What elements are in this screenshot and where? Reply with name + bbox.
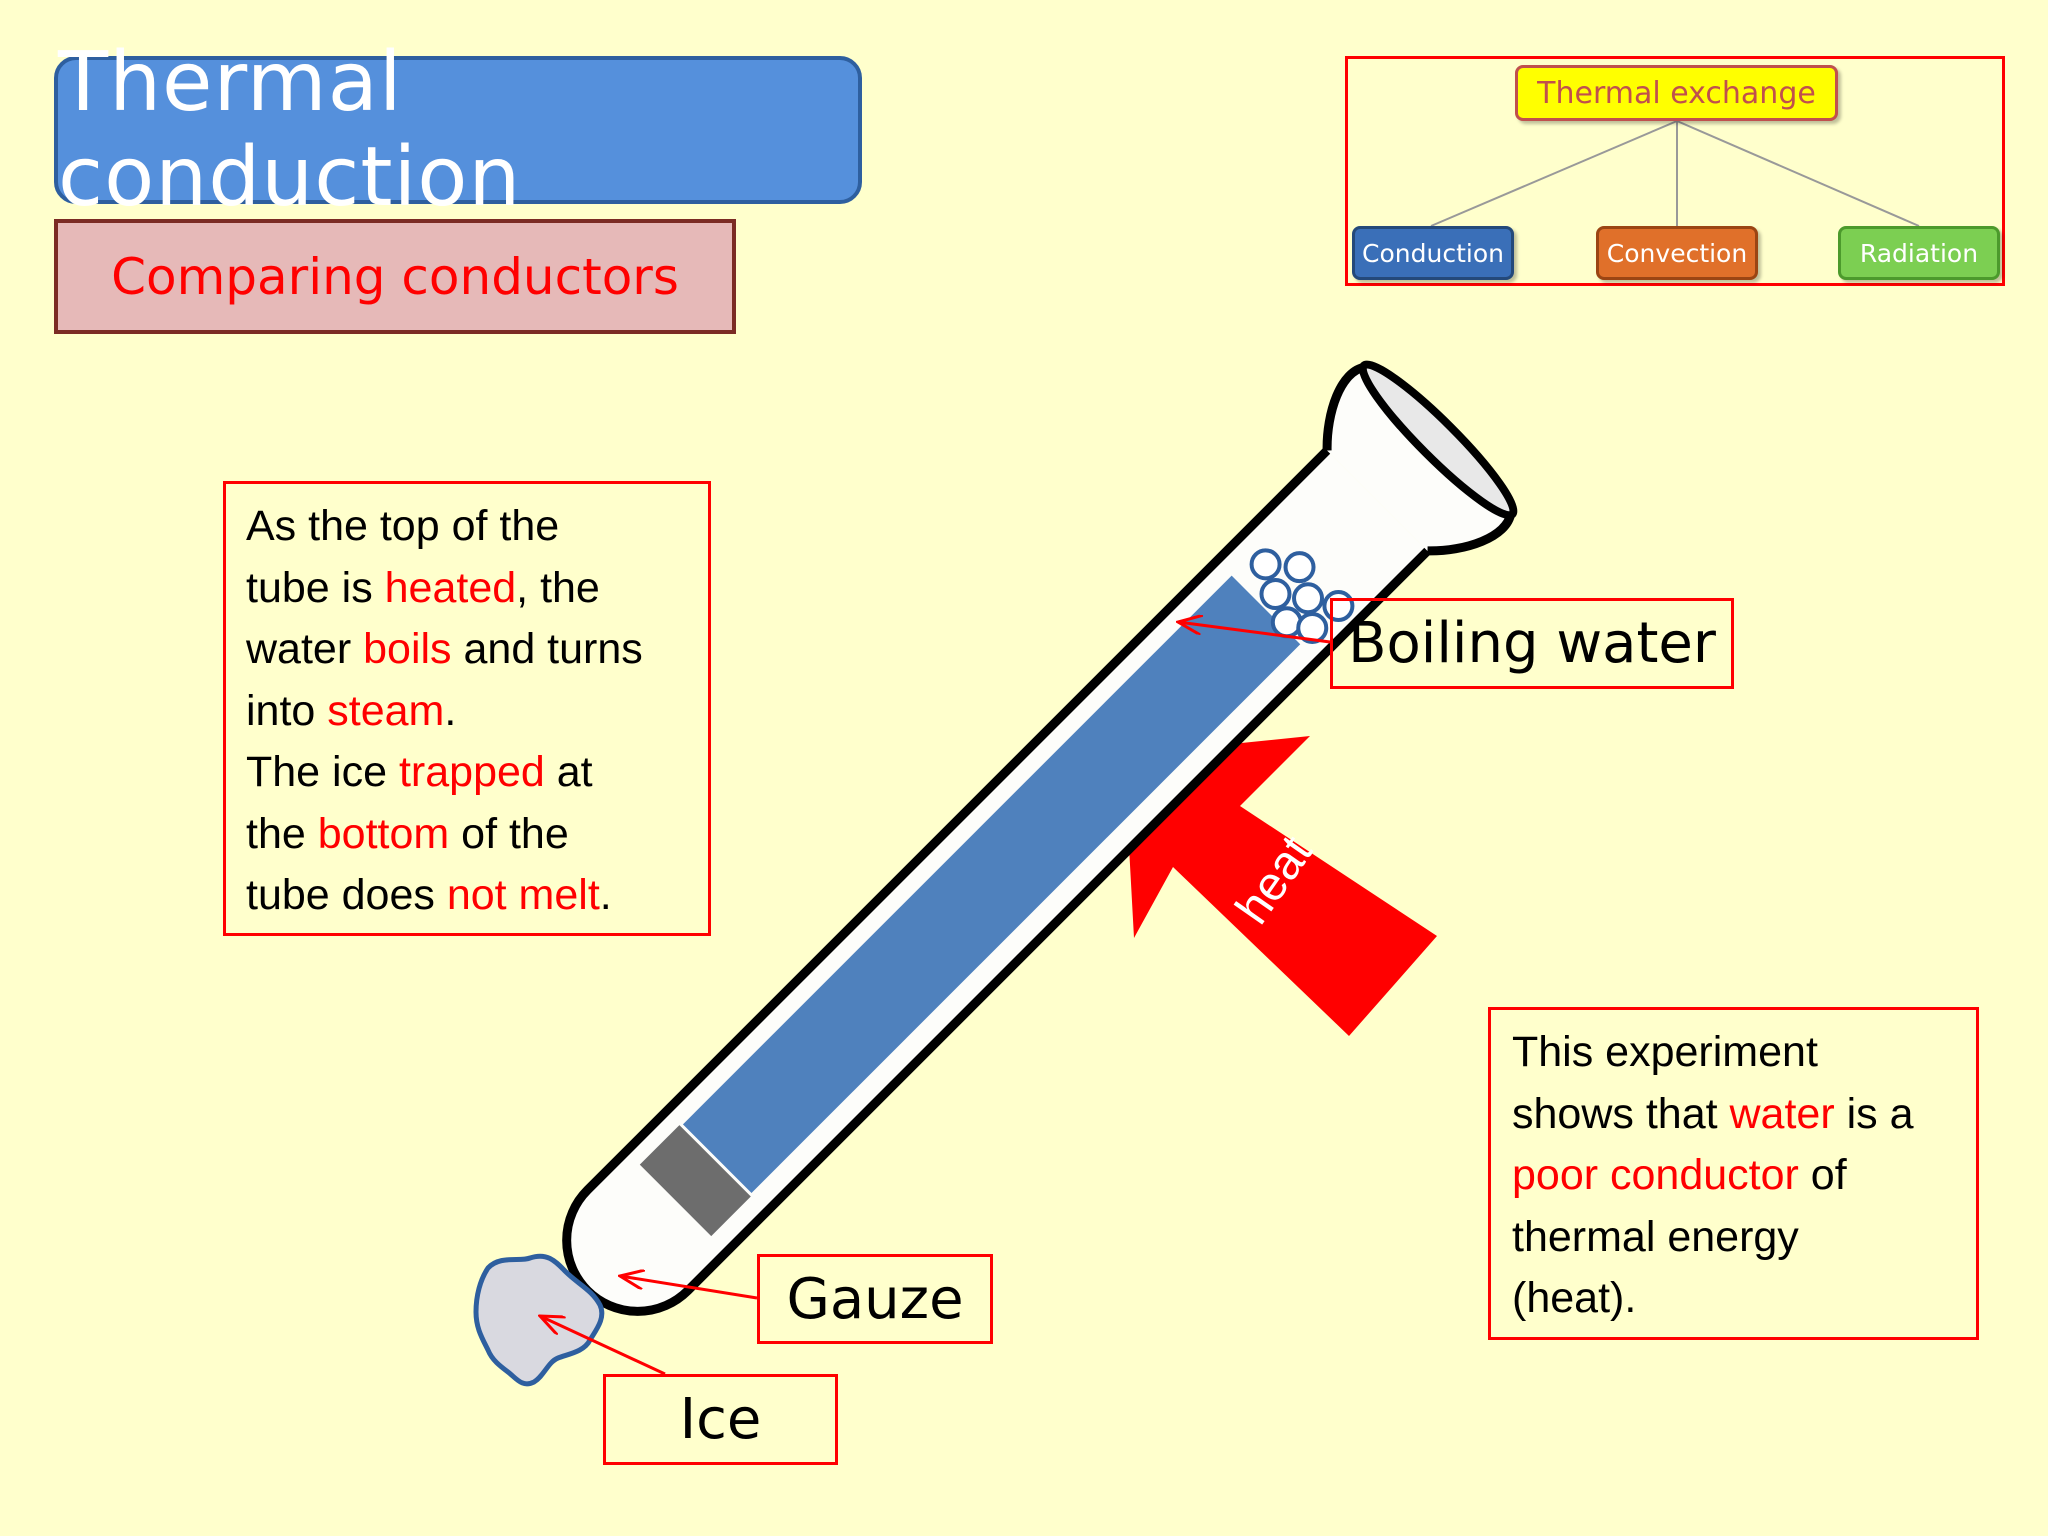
conclusion-segment: shows that [1512,1089,1730,1138]
conclusion-segment: thermal energy [1512,1212,1799,1261]
explanation-segment: tube does [246,871,447,919]
explanation-segment: and turns [451,625,643,673]
explanation-line: The ice trapped at [246,742,698,804]
boiling-water-label: Boiling water [1330,598,1734,689]
explanation-segment: at [544,748,593,796]
gauze-layer [639,1125,751,1237]
explanation-emphasis: trapped [398,748,545,796]
explanation-segment: into [246,686,328,735]
steam-bubble [1270,606,1303,639]
thumbnail-node-conduction: Conduction [1352,226,1514,280]
explanation-segment: water [246,625,364,673]
conclusion-line: thermal energy [1512,1207,1966,1269]
gauze-pointer [620,1276,758,1300]
explanation-segment: As the top of the [246,502,560,550]
thermal-exchange-thumbnail: Thermal exchange Conduction Convection R… [1345,56,2005,286]
explanation-segment: The ice [246,748,399,796]
gauze-label: Gauze [757,1254,993,1344]
explanation-segment: . [599,871,612,919]
conclusion-segment: (heat). [1512,1274,1637,1322]
explanation-line: tube is heated, the [246,558,698,620]
steam-bubble [1283,551,1316,584]
explanation-segment: of the [449,809,569,858]
conclusion-segment: is a [1834,1089,1914,1138]
ice-label: Ice [603,1374,838,1465]
thumbnail-root-thermal-exchange: Thermal exchange [1515,65,1838,121]
conclusion-emphasis: poor conductor [1512,1151,1799,1199]
conclusion-line: poor conductor of [1512,1145,1966,1207]
water-column [682,575,1301,1193]
steam-bubble [1259,578,1292,611]
explanation-line: tube does not melt. [246,865,698,927]
steam-bubble [1249,548,1282,581]
page-subtitle: Comparing conductors [54,219,736,334]
explanation-emphasis: boils [363,625,452,673]
conclusion-segment: of [1798,1151,1847,1199]
test-tube-opening [1358,360,1518,520]
explanation-text: As the top of the tube is heated, the wa… [246,496,698,927]
thumbnail-node-convection: Convection [1596,226,1758,280]
explanation-segment: the [246,809,318,858]
boiling-water-pointer [1178,622,1331,644]
conclusion-line: shows that water is a [1512,1084,1966,1146]
explanation-segment: tube is [246,563,385,612]
ice-pointer [540,1316,666,1376]
explanation-line: into steam. [246,681,698,743]
explanation-segment: . [444,686,457,735]
explanation-segment: , the [516,563,600,612]
conclusion-line: (heat). [1512,1268,1966,1330]
explanation-line: the bottom of the [246,804,698,866]
explanation-line: As the top of the [246,496,698,558]
explanation-emphasis: bottom [317,809,450,858]
conclusion-emphasis: water [1729,1089,1835,1138]
heat-arrow [1124,736,1437,1036]
steam-bubble [1292,582,1325,615]
explanation-emphasis: steam [327,686,445,735]
explanation-box: As the top of the tube is heated, the wa… [223,481,711,936]
conclusion-line: This experiment [1512,1022,1966,1084]
thumbnail-connector-lines [1430,120,1920,227]
conclusion-box: This experiment shows that water is a po… [1488,1007,1979,1340]
explanation-emphasis: not melt [446,871,600,919]
thumbnail-node-radiation: Radiation [1838,226,2000,280]
conclusion-text: This experiment shows that water is a po… [1512,1022,1966,1330]
explanation-line: water boils and turns [246,619,698,681]
explanation-emphasis: heated [384,563,517,612]
conclusion-segment: This experiment [1512,1028,1818,1076]
